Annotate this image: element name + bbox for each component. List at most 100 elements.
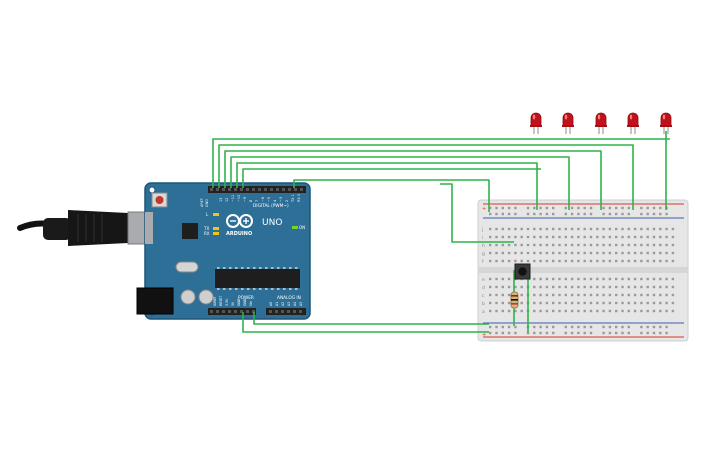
breadboard-hole [539, 309, 542, 313]
wire-pin12-led4[interactable] [218, 144, 634, 210]
led-highlight [597, 114, 601, 120]
breadboard-hole [570, 259, 574, 263]
rail-hole [627, 325, 630, 329]
breadboard-hole [558, 235, 561, 239]
digital-pin-header[interactable] [208, 186, 306, 193]
breadboard-hole [489, 293, 492, 297]
breadboard-hole [659, 243, 662, 247]
rail-hole [602, 206, 605, 210]
wire-pin2-rail[interactable] [293, 179, 490, 212]
chip-pin [265, 267, 268, 269]
breadboard-hole [665, 227, 668, 231]
led-2[interactable] [562, 112, 574, 134]
breadboard-hole [533, 251, 536, 255]
breadboard-hole [564, 285, 567, 289]
arduino-uno-board[interactable]: L TX RX ON ARDUINO UNO DIGITAL (PWM~) AR… [136, 182, 311, 320]
power-pin-label: IOREF [213, 296, 217, 306]
rail-hole [615, 325, 618, 329]
breadboard-hole [539, 235, 542, 239]
pushbutton-cap[interactable] [518, 267, 527, 276]
header-hole [299, 310, 302, 313]
aref-label: AREF [200, 198, 204, 207]
rail-hole [539, 325, 542, 329]
wire-pin9-led1[interactable] [236, 162, 538, 210]
resistor-band [511, 303, 518, 305]
breadboard-hole [615, 243, 618, 247]
led-1[interactable] [530, 112, 542, 134]
breadboard-hole [577, 227, 580, 231]
breadboard-hole [520, 309, 523, 313]
led-bulb-icon [627, 112, 639, 127]
digital-pin-label: ~11 [231, 195, 235, 202]
wire-pin11-led3[interactable] [224, 150, 602, 210]
breadboard-hole [665, 259, 668, 263]
rail-hole [552, 325, 555, 329]
breadboard-hole [633, 285, 637, 289]
row-letter: f [482, 259, 484, 265]
wire-pin13-led5[interactable] [212, 138, 670, 188]
reset-button-cap[interactable] [155, 196, 164, 204]
breadboard-hole [552, 309, 555, 313]
rail-hole [589, 212, 593, 216]
rail-hole [602, 331, 605, 335]
wire-button-signal[interactable] [440, 183, 514, 243]
breadboard-hole [520, 259, 523, 263]
breadboard-hole [520, 251, 523, 255]
power-pin-header[interactable] [208, 308, 256, 315]
power-pin-label: 5V [231, 301, 235, 306]
wire-pin8-led1[interactable] [242, 168, 541, 188]
breadboard-hole [665, 235, 668, 239]
breadboard-hole [646, 243, 649, 247]
breadboard-hole [545, 293, 549, 297]
breadboard-hole [570, 277, 574, 281]
resistor[interactable] [510, 291, 519, 309]
analog-pin-label: A5 [299, 302, 303, 306]
breadboard-hole [533, 277, 536, 281]
power-barrel-jack[interactable] [136, 287, 174, 315]
led-highlight [532, 114, 536, 120]
digital-pin-label: 8 [249, 200, 253, 202]
breadboard-hole [608, 235, 612, 239]
analog-pin-header[interactable] [266, 308, 306, 315]
breadboard-hole [533, 285, 536, 289]
header-hole [270, 188, 273, 191]
breadboard-hole [495, 235, 498, 239]
rail-hole [583, 212, 586, 216]
breadboard-hole [640, 309, 643, 313]
breadboard-hole [665, 285, 668, 289]
breadboard-hole [596, 227, 599, 231]
wire-5v-rail[interactable] [242, 312, 489, 333]
led-4[interactable] [627, 112, 639, 134]
breadboard-hole [570, 301, 574, 305]
breadboard-hole [633, 251, 637, 255]
breadboard-hole [627, 243, 630, 247]
pushbutton[interactable] [514, 263, 531, 280]
breadboard-hole [659, 309, 662, 313]
breadboard-hole [589, 285, 593, 289]
breadboard-hole [646, 285, 649, 289]
rail-hole [652, 325, 656, 329]
wire-gnd-rail[interactable] [253, 312, 489, 325]
rail-hole [526, 212, 530, 216]
rail-hole [608, 206, 612, 210]
breadboard-hole [589, 277, 593, 281]
breadboard-hole [583, 301, 586, 305]
led-bulb-icon [530, 112, 542, 127]
label-l: L [206, 212, 209, 217]
breadboard-hole [671, 277, 675, 281]
atmega-chip [215, 269, 300, 288]
chip-pin [223, 288, 226, 290]
led-3[interactable] [595, 112, 607, 134]
breadboard-hole [533, 309, 536, 313]
breadboard-hole [577, 243, 580, 247]
usb-cable[interactable] [17, 210, 151, 246]
chip-pin [295, 288, 298, 290]
breadboard-hole [621, 243, 624, 247]
breadboard-hole [489, 277, 492, 281]
breadboard-hole [539, 251, 542, 255]
led-5[interactable] [660, 112, 672, 134]
wire-pin10-led2[interactable] [230, 156, 570, 210]
breadboard-hole [621, 309, 624, 313]
rail-hole [526, 331, 530, 335]
